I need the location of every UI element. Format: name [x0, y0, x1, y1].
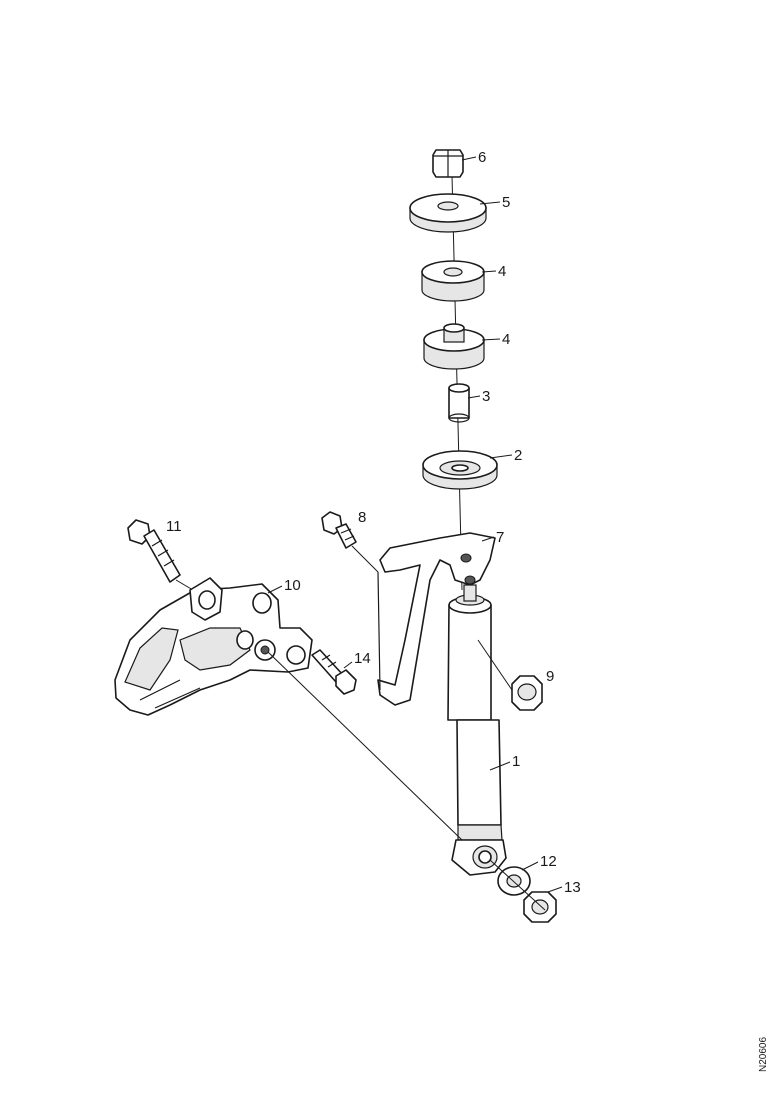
leader-2	[489, 454, 513, 459]
leader-6	[461, 156, 477, 161]
part-8-bolt	[321, 511, 379, 573]
part-2-cup-washer	[422, 450, 498, 490]
reference-code: N20606	[758, 1037, 769, 1072]
callout-1: 1	[512, 753, 520, 770]
leader-12	[521, 861, 539, 871]
part-14-bolt	[311, 649, 357, 695]
part-3-spacer-sleeve	[448, 383, 470, 423]
callout-10: 10	[284, 577, 301, 594]
leader-1	[489, 761, 511, 771]
part-1-shock-absorber	[447, 584, 507, 876]
part-6-nut	[432, 149, 464, 178]
callout-4-upper: 4	[498, 263, 506, 280]
callout-6: 6	[478, 149, 486, 166]
callout-7: 7	[496, 529, 504, 546]
part-10-lower-bracket	[114, 577, 313, 716]
assembly-axis-line	[451, 174, 463, 591]
leader-14	[343, 661, 353, 669]
callout-14: 14	[354, 650, 371, 667]
callout-11: 11	[166, 518, 182, 535]
leader-10	[267, 585, 283, 594]
leader-4b	[481, 338, 501, 341]
callout-13: 13	[564, 879, 581, 896]
part-9-nut	[477, 639, 543, 711]
leader-5	[479, 201, 501, 205]
leader-7	[481, 536, 495, 542]
callout-9: 9	[546, 668, 554, 685]
callout-12: 12	[540, 853, 557, 870]
lower-axis-line	[489, 859, 546, 911]
part-4-lower-bushing	[423, 323, 485, 370]
part-13-nut	[523, 891, 557, 923]
callout-2: 2	[514, 447, 522, 464]
part-5-washer	[409, 193, 487, 233]
callout-5: 5	[502, 194, 510, 211]
leader-13	[547, 886, 563, 893]
leader-4a	[481, 270, 497, 273]
part-11-bolt	[127, 519, 211, 601]
callout-3: 3	[482, 388, 490, 405]
bracket-to-shock-line	[267, 651, 463, 841]
callout-4-lower: 4	[502, 331, 510, 348]
leader-3	[467, 395, 481, 399]
callout-8: 8	[358, 509, 366, 526]
part-7-upper-bracket	[377, 532, 496, 706]
part-4-upper-bushing	[421, 260, 485, 302]
